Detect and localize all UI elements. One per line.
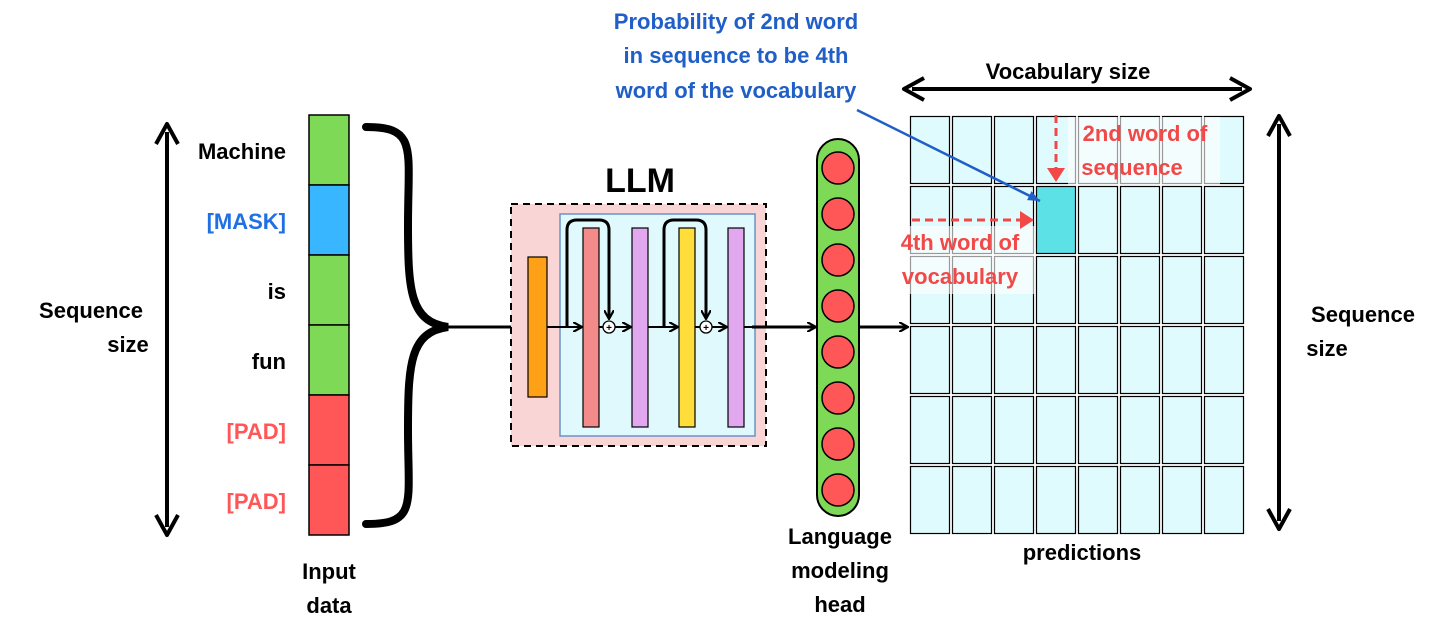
second-word-label-line1: 2nd word of xyxy=(1083,121,1208,146)
grid-cell xyxy=(1077,465,1119,535)
lm-head-label-line1: Language xyxy=(788,524,892,549)
grid-cell xyxy=(1119,185,1161,255)
second-word-arrowhead xyxy=(1047,168,1065,182)
curly-brace xyxy=(362,123,449,528)
grid-cell xyxy=(1119,395,1161,465)
grid-cell xyxy=(1077,255,1119,325)
fourth-word-label-bg xyxy=(889,226,1035,294)
grid-cell xyxy=(951,325,993,395)
grid-cell xyxy=(1119,465,1161,535)
sequence-size-arrow-right xyxy=(1266,114,1292,531)
norm-layer-1 xyxy=(631,227,649,428)
lm-head-neuron xyxy=(821,473,855,507)
feedforward-layer xyxy=(678,227,696,428)
token-label-machine: Machine xyxy=(198,139,286,164)
vocabulary-size-arrow xyxy=(902,76,1252,102)
token-cell-mask xyxy=(308,184,350,256)
lm-head-neuron xyxy=(821,151,855,185)
token-cell-pad-2 xyxy=(308,464,350,536)
probability-note-line3: word of the vocabulary xyxy=(615,78,858,103)
token-label-pad-1: [PAD] xyxy=(227,419,286,444)
grid-cell xyxy=(951,395,993,465)
grid-cell xyxy=(1035,255,1077,325)
fourth-word-label-line2: vocabulary xyxy=(902,264,1019,289)
grid-cell xyxy=(1203,465,1245,535)
predictions-label: predictions xyxy=(1023,540,1142,565)
grid-cell xyxy=(993,325,1035,395)
grid-cell xyxy=(1203,325,1245,395)
grid-cell xyxy=(1161,395,1203,465)
grid-cell xyxy=(1203,255,1245,325)
residual-connection-1: + xyxy=(565,218,616,334)
lm-head-neuron xyxy=(821,381,855,415)
norm-layer-2 xyxy=(727,227,745,428)
token-label-pad-2: [PAD] xyxy=(227,489,286,514)
token-label-is: is xyxy=(268,279,286,304)
lm-head-neuron xyxy=(821,243,855,277)
second-word-label-bg xyxy=(1068,117,1220,185)
grid-cell xyxy=(1077,185,1119,255)
grid-cell xyxy=(993,115,1035,185)
sequence-size-left-label-line1: Sequence xyxy=(39,298,143,323)
grid-cell xyxy=(1035,395,1077,465)
grid-cell xyxy=(1077,325,1119,395)
lm-head-neuron xyxy=(821,335,855,369)
second-word-label-line2: sequence xyxy=(1081,155,1183,180)
attention-layer-1 xyxy=(582,227,600,428)
fourth-word-label-line1: 4th word of xyxy=(901,230,1020,255)
svg-text:+: + xyxy=(606,323,612,334)
lm-head-neuron xyxy=(821,197,855,231)
grid-cell xyxy=(993,395,1035,465)
grid-cell xyxy=(1035,325,1077,395)
input-token-column xyxy=(308,114,350,536)
probability-pointer-arrow xyxy=(856,108,1041,203)
token-cell-machine xyxy=(308,114,350,186)
svg-text:+: + xyxy=(703,323,709,334)
grid-cell xyxy=(1161,185,1203,255)
token-label-mask: [MASK] xyxy=(207,209,286,234)
grid-cell xyxy=(1203,185,1245,255)
sequence-size-right-label-line1: Sequence xyxy=(1311,302,1415,327)
grid-cell xyxy=(1161,255,1203,325)
grid-cell xyxy=(909,325,951,395)
lm-head-label-line2: modeling xyxy=(791,558,889,583)
grid-cell xyxy=(1203,395,1245,465)
residual-connection-2: + xyxy=(662,218,713,334)
lm-head-neuron xyxy=(821,289,855,323)
grid-cell xyxy=(951,465,993,535)
token-cell-pad-1 xyxy=(308,394,350,466)
fourth-word-arrowhead xyxy=(1020,211,1034,229)
grid-cell xyxy=(909,395,951,465)
probability-note-line2: in sequence to be 4th xyxy=(624,43,849,68)
lm-head-neuron xyxy=(821,427,855,461)
grid-cell xyxy=(993,465,1035,535)
grid-cell xyxy=(1119,255,1161,325)
input-data-label-line1: Input xyxy=(302,559,356,584)
grid-cell-highlighted xyxy=(1035,185,1077,255)
lm-head-label-line3: head xyxy=(814,592,865,617)
grid-cell xyxy=(1035,465,1077,535)
llm-title: LLM xyxy=(605,162,675,200)
token-label-fun: fun xyxy=(252,349,286,374)
token-cell-fun xyxy=(308,324,350,396)
grid-cell xyxy=(1119,325,1161,395)
grid-cell xyxy=(1161,325,1203,395)
token-cell-is xyxy=(308,254,350,326)
lm-head-neurons xyxy=(821,151,855,507)
grid-cell xyxy=(1161,465,1203,535)
sequence-size-right-label-line2: size xyxy=(1306,336,1348,361)
vocabulary-size-label: Vocabulary size xyxy=(986,59,1151,84)
grid-cell xyxy=(1077,395,1119,465)
sequence-size-arrow-left xyxy=(154,122,180,537)
probability-note-line1: Probability of 2nd word xyxy=(614,9,858,34)
sequence-size-left-label-line2: size xyxy=(107,332,149,357)
input-data-label-line2: data xyxy=(306,593,352,618)
grid-cell xyxy=(909,115,951,185)
embedding-layer xyxy=(527,256,548,398)
grid-cell xyxy=(909,465,951,535)
